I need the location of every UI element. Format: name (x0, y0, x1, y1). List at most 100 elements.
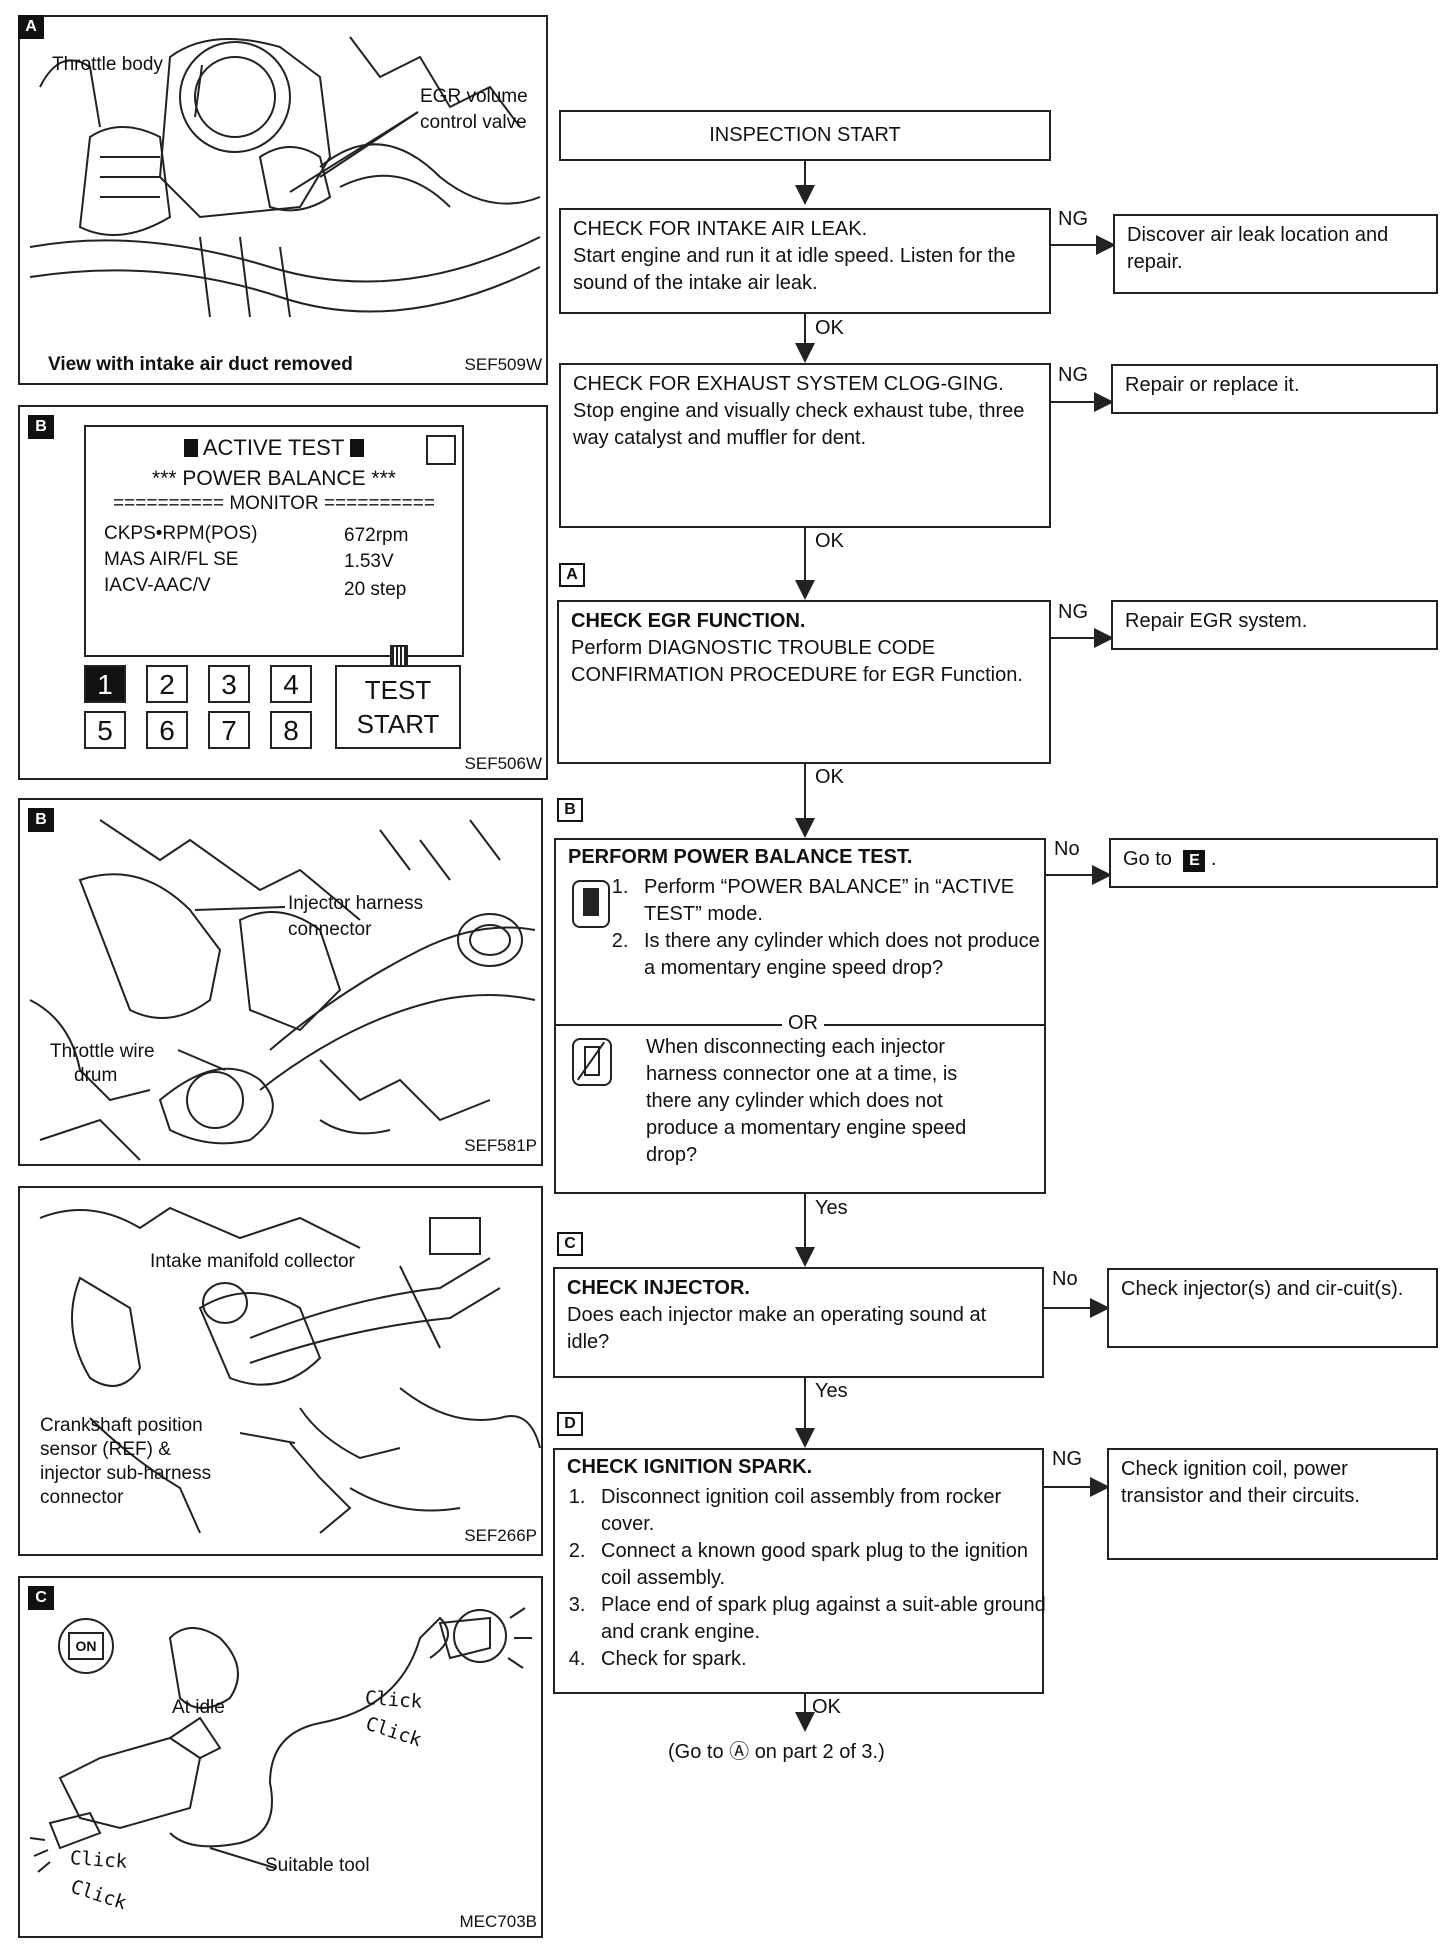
step4-list: Perform “POWER BALANCE” in “ACTIVE TEST”… (592, 874, 1054, 982)
step4-no-action: Go to E . (1111, 840, 1436, 879)
injector-harness-label-2: connector (288, 919, 372, 940)
panel-b1-tag: B (28, 415, 54, 439)
test-start-key[interactable]: TEST START (335, 665, 461, 749)
step5-no-label: No (1052, 1268, 1078, 1290)
step6-ng-action-box: Check ignition coil, power transistor an… (1107, 1448, 1438, 1560)
panel-c-injector-sound: C ON At idle Click Click Click Click Sui… (18, 1576, 543, 1938)
step3-ng-action: Repair EGR system. (1125, 610, 1308, 632)
step1-body: Start engine and run it at idle speed. L… (573, 245, 1016, 294)
monitor-value: 1.53V (344, 551, 394, 572)
inspection-start-box: INSPECTION START (559, 110, 1051, 161)
crank-sensor-label-1: Crankshaft position (40, 1415, 203, 1436)
monitor-item-name: IACV-AAC/V (104, 575, 211, 596)
injector-harness-drawing (29, 819, 536, 1161)
key-2[interactable]: 2 (146, 665, 188, 703)
panel-c-tag: C (28, 1586, 54, 1610)
step5-yes-label: Yes (815, 1380, 848, 1402)
step5-title: CHECK INJECTOR. (567, 1277, 750, 1299)
key-8[interactable]: 8 (270, 711, 312, 749)
power-balance-title: *** POWER BALANCE *** (152, 467, 396, 490)
step6-item: Check for spark. (591, 1646, 1051, 1673)
inspection-start-label: INSPECTION START (709, 124, 901, 146)
goto-period: . (1211, 848, 1217, 870)
monitor-item-name: CKPS•RPM(POS) (104, 523, 258, 544)
egr-valve-label-2: control valve (420, 112, 527, 133)
no-tool-icon (572, 1038, 612, 1086)
at-idle-label: At idle (172, 1697, 225, 1718)
step2-title: CHECK FOR EXHAUST SYSTEM CLOG-GING. (573, 373, 1004, 395)
panel-intake-manifold: Intake manifold collector Crankshaft pos… (18, 1186, 543, 1556)
throttle-wire-label-1: Throttle wire (50, 1041, 155, 1062)
step1-ok-label: OK (815, 317, 844, 339)
ignition-on-label: ON (68, 1632, 104, 1660)
monitor-value: 20 step (344, 579, 407, 600)
panel-b1-code: SEF506W (464, 754, 542, 773)
step6-tag: D (557, 1412, 583, 1436)
key-6[interactable]: 6 (146, 711, 188, 749)
step2-ng-action-box: Repair or replace it. (1111, 364, 1438, 414)
step2-ng-action: Repair or replace it. (1125, 374, 1300, 396)
step4-tag: B (557, 798, 583, 822)
goto-e-tag: E (1183, 850, 1206, 872)
monitor-item-name: MAS AIR/FL SE (104, 549, 239, 570)
injector-sound-drawing (29, 1607, 532, 1873)
injector-harness-label-1: Injector harness (288, 893, 424, 914)
step6-ng-label: NG (1052, 1448, 1082, 1470)
step4-yes-label: Yes (815, 1197, 848, 1219)
panel-c-code: MEC703B (459, 1912, 537, 1931)
monitor-row: MAS AIR/FL SE (104, 549, 238, 571)
consult-icon (572, 880, 610, 928)
crank-sensor-label-4: connector (40, 1487, 124, 1508)
monitor-value: 672rpm (344, 525, 409, 546)
throttle-wire-label-2: drum (74, 1065, 118, 1086)
continue-note: (Go to Ⓐ on part 2 of 3.) (668, 1741, 885, 1763)
goto-text: Go to (1123, 848, 1172, 870)
step4-no-action-box: Go to E . (1109, 838, 1438, 888)
step-check-injector: CHECK INJECTOR. Does each injector make … (553, 1267, 1044, 1378)
crank-sensor-label-3: injector sub-harness (40, 1463, 212, 1484)
title-marker-right (350, 439, 365, 457)
title-marker-left (183, 439, 198, 457)
step2-body: Stop engine and visually check exhaust t… (573, 400, 1025, 449)
step6-item: Place end of spark plug against a suit-a… (591, 1592, 1051, 1646)
step-power-balance: PERFORM POWER BALANCE TEST. Perform “POW… (554, 838, 1046, 1194)
step3-ng-action-box: Repair EGR system. (1111, 600, 1438, 650)
panel-a-tag: A (18, 15, 44, 39)
step5-body: Does each injector make an operating sou… (567, 1304, 987, 1353)
panel-b2-code: SEF581P (464, 1136, 537, 1155)
intake-manifold-drawing (39, 1206, 541, 1534)
step3-tag: A (559, 563, 585, 587)
step2-ok-label: OK (815, 530, 844, 552)
step6-list: Disconnect ignition coil assembly from r… (549, 1484, 1051, 1673)
throttle-body-label: Throttle body (52, 54, 163, 75)
panel-a-caption: View with intake air duct removed (48, 354, 353, 375)
key-7[interactable]: 7 (208, 711, 250, 749)
step4-item: Perform “POWER BALANCE” in “ACTIVE TEST”… (634, 874, 1054, 928)
step5-no-action: Check injector(s) and cir-cuit(s). (1121, 1278, 1404, 1300)
test-start-line-2: START (356, 709, 440, 739)
suitable-tool-label: Suitable tool (265, 1855, 370, 1876)
step3-ok-label: OK (815, 766, 844, 788)
intake-collector-label: Intake manifold collector (150, 1251, 355, 1272)
step-intake-air-leak: CHECK FOR INTAKE AIR LEAK. Start engine … (559, 208, 1051, 314)
step1-ng-action-box: Discover air leak location and repair. (1113, 214, 1438, 294)
step4-no-label: No (1054, 838, 1080, 860)
panel-b3-code: SEF266P (464, 1526, 537, 1545)
key-3[interactable]: 3 (208, 665, 250, 703)
step2-ng-label: NG (1058, 364, 1088, 386)
panel-a-code: SEF509W (464, 355, 542, 374)
key-4[interactable]: 4 (270, 665, 312, 703)
monitor-header: ========== MONITOR ========== (113, 493, 435, 514)
key-5[interactable]: 5 (84, 711, 126, 749)
step5-no-action-box: Check injector(s) and cir-cuit(s). (1107, 1268, 1438, 1348)
or-label: OR (782, 1010, 824, 1037)
step6-item: Disconnect ignition coil assembly from r… (591, 1484, 1051, 1538)
step4-title: PERFORM POWER BALANCE TEST. (568, 846, 913, 868)
panel-b-injector-harness: B Injector harness connector Throttle wi… (18, 798, 543, 1166)
key-1[interactable]: 1 (84, 665, 126, 703)
step4-item: Is there any cylinder which does not pro… (634, 928, 1054, 982)
egr-valve-label-1: EGR volume (420, 86, 528, 107)
active-test-screen: ACTIVE TEST *** POWER BALANCE *** ======… (84, 425, 464, 657)
step6-title: CHECK IGNITION SPARK. (567, 1456, 813, 1478)
crank-sensor-label-2: sensor (REF) & (40, 1439, 171, 1460)
